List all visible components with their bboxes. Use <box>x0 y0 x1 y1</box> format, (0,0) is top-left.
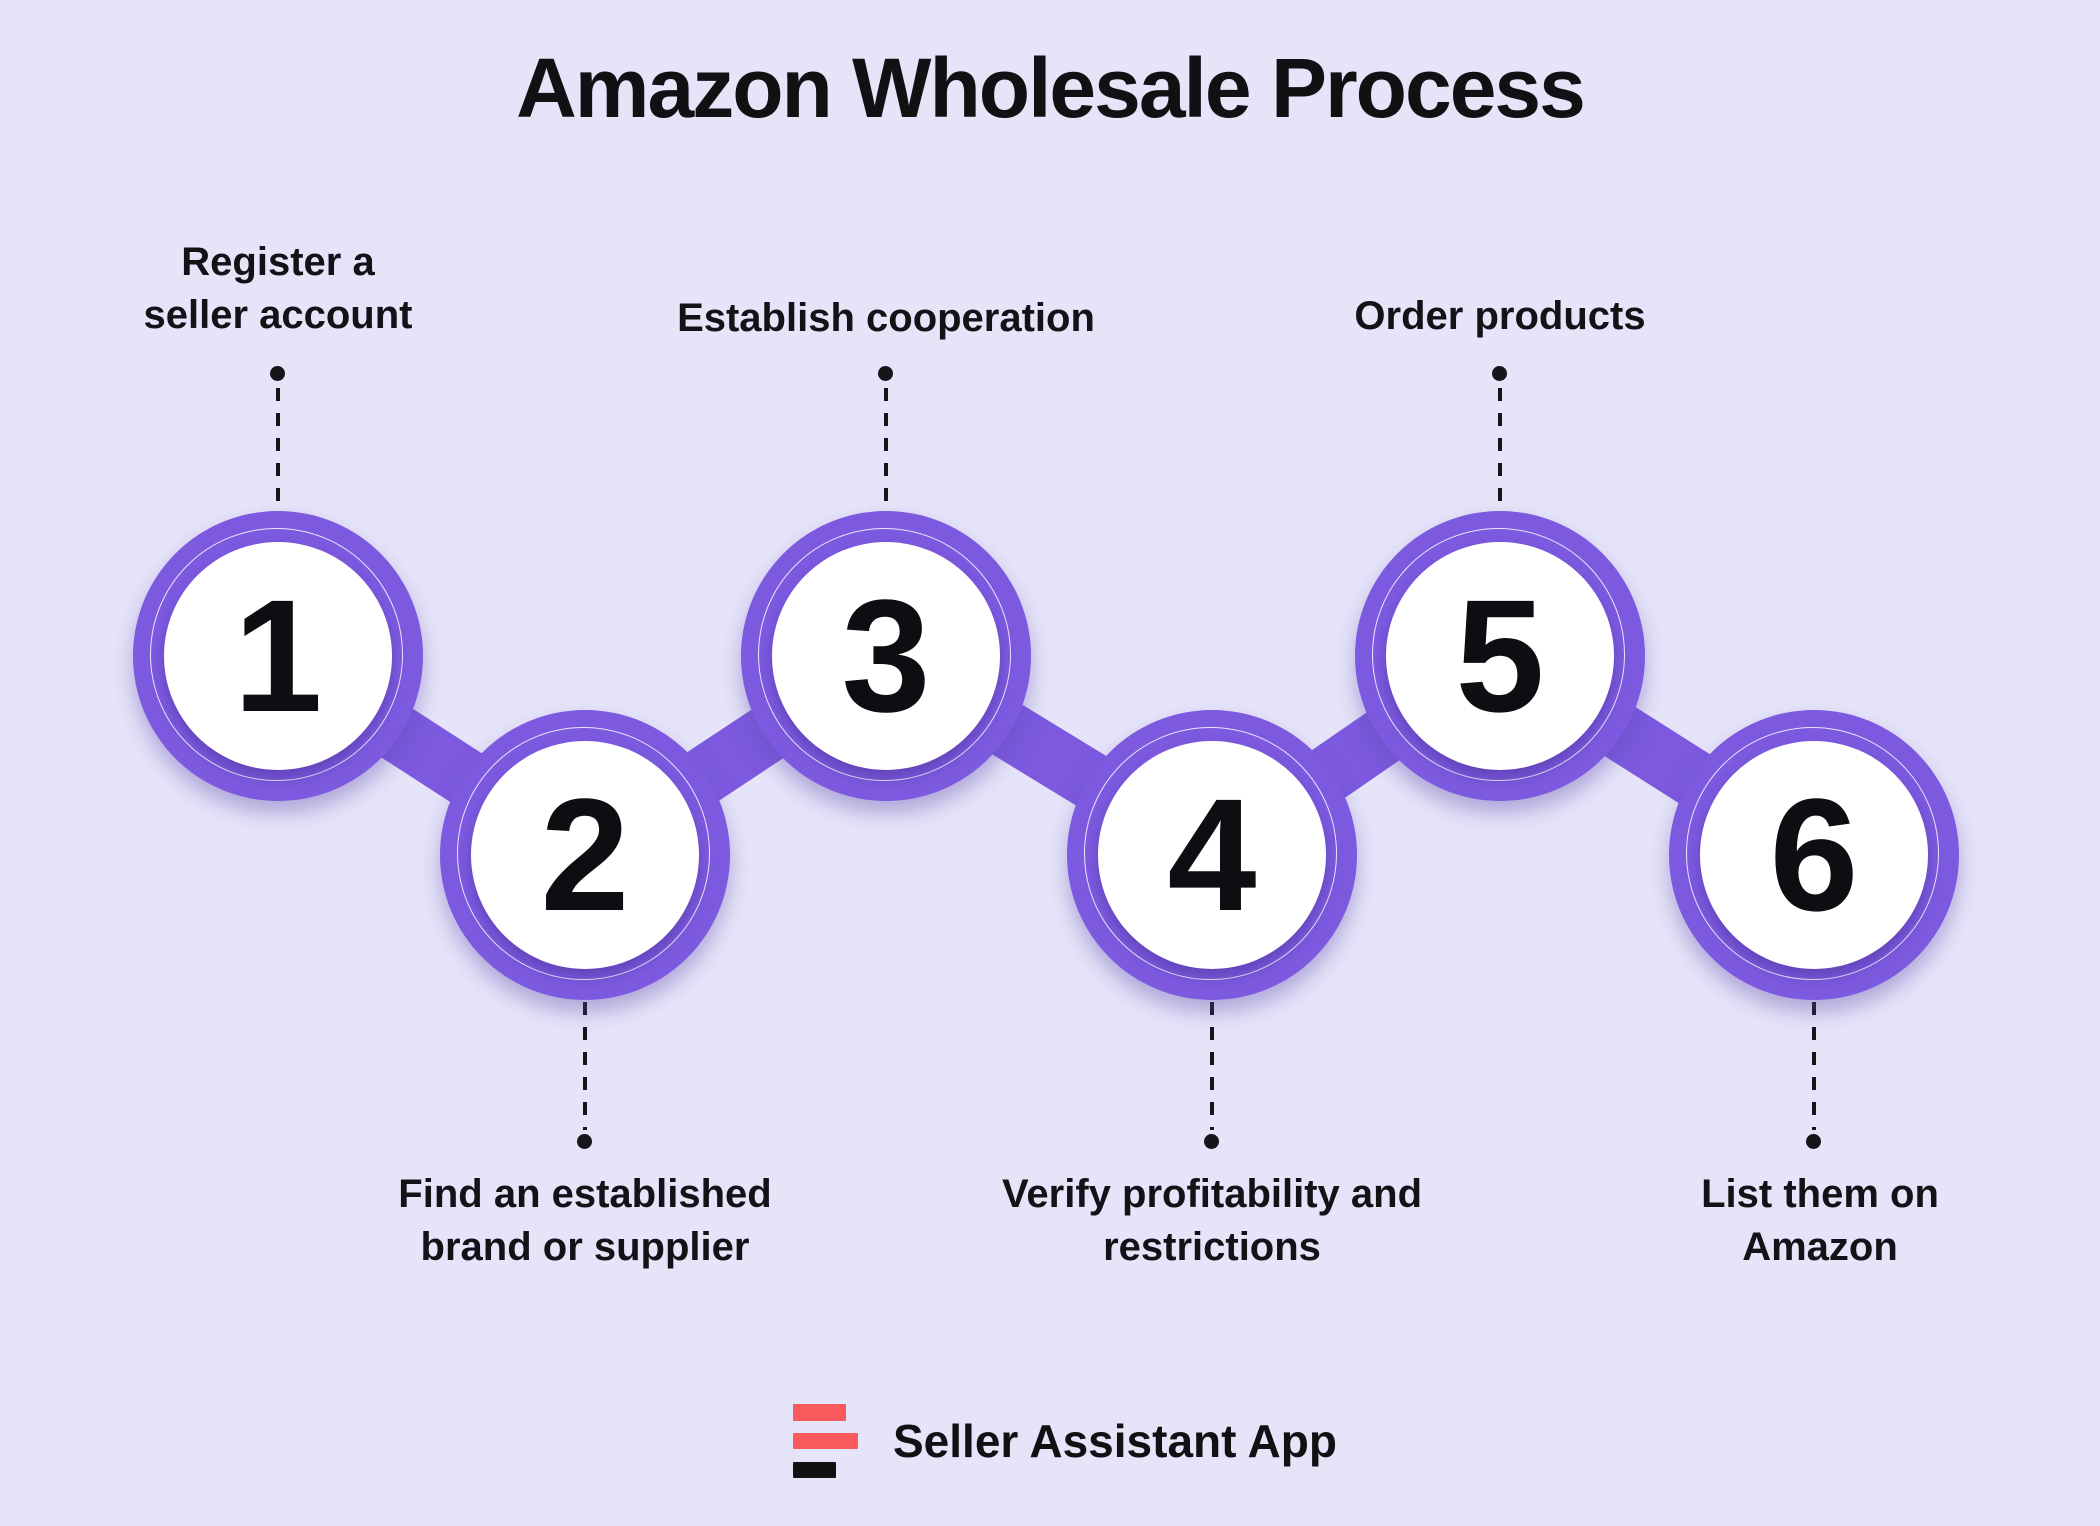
step-2-circle: 2 <box>440 710 730 1000</box>
step-5-dotted-line <box>1498 388 1502 511</box>
three-bars-logo-icon <box>793 1404 863 1478</box>
step-2-number: 2 <box>540 765 630 944</box>
step-5-label: Order products <box>1354 294 1646 338</box>
circle-hairline <box>1686 727 1939 980</box>
step-4-number: 4 <box>1167 765 1257 944</box>
step-6-label: List them on Amazon <box>1701 1172 1939 1269</box>
step-3-circle: 3 <box>741 511 1031 801</box>
step-2-label: Find an established brand or supplier <box>398 1172 772 1269</box>
step-1-label: Register a seller account <box>143 240 413 337</box>
step-5-circle: 5 <box>1355 511 1645 801</box>
step-1-connector-dot <box>270 366 285 381</box>
step-4-dotted-line <box>1210 1002 1214 1130</box>
page-title: Amazon Wholesale Process <box>516 41 1586 135</box>
step-3-connector-dot <box>878 366 893 381</box>
step-4-connector-dot <box>1204 1134 1219 1149</box>
brand-name: Seller Assistant App <box>893 1415 1337 1467</box>
step-3-label: Establish cooperation <box>677 296 1095 340</box>
circle-hairline <box>1084 727 1337 980</box>
step-3-dotted-line <box>884 388 888 511</box>
circle-hairline <box>1372 528 1625 781</box>
step-6-connector-dot <box>1806 1134 1821 1149</box>
step-5-number: 5 <box>1455 566 1545 745</box>
step-5-connector-dot <box>1492 366 1507 381</box>
circle-hairline <box>150 528 403 781</box>
circle-hairline <box>758 528 1011 781</box>
step-1-number: 1 <box>233 566 323 745</box>
step-4-label: Verify profitability and restrictions <box>1001 1172 1423 1269</box>
step-6-dotted-line <box>1812 1002 1816 1130</box>
circle-hairline <box>457 727 710 980</box>
step-2-dotted-line <box>583 1002 587 1130</box>
step-1-circle: 1 <box>133 511 423 801</box>
step-1-dotted-line <box>276 388 280 511</box>
step-6-number: 6 <box>1769 765 1859 944</box>
step-4-circle: 4 <box>1067 710 1357 1000</box>
step-3-number: 3 <box>841 566 931 745</box>
step-2-connector-dot <box>577 1134 592 1149</box>
brand-footer: Seller Assistant App <box>793 1404 1337 1478</box>
step-6-circle: 6 <box>1669 710 1959 1000</box>
